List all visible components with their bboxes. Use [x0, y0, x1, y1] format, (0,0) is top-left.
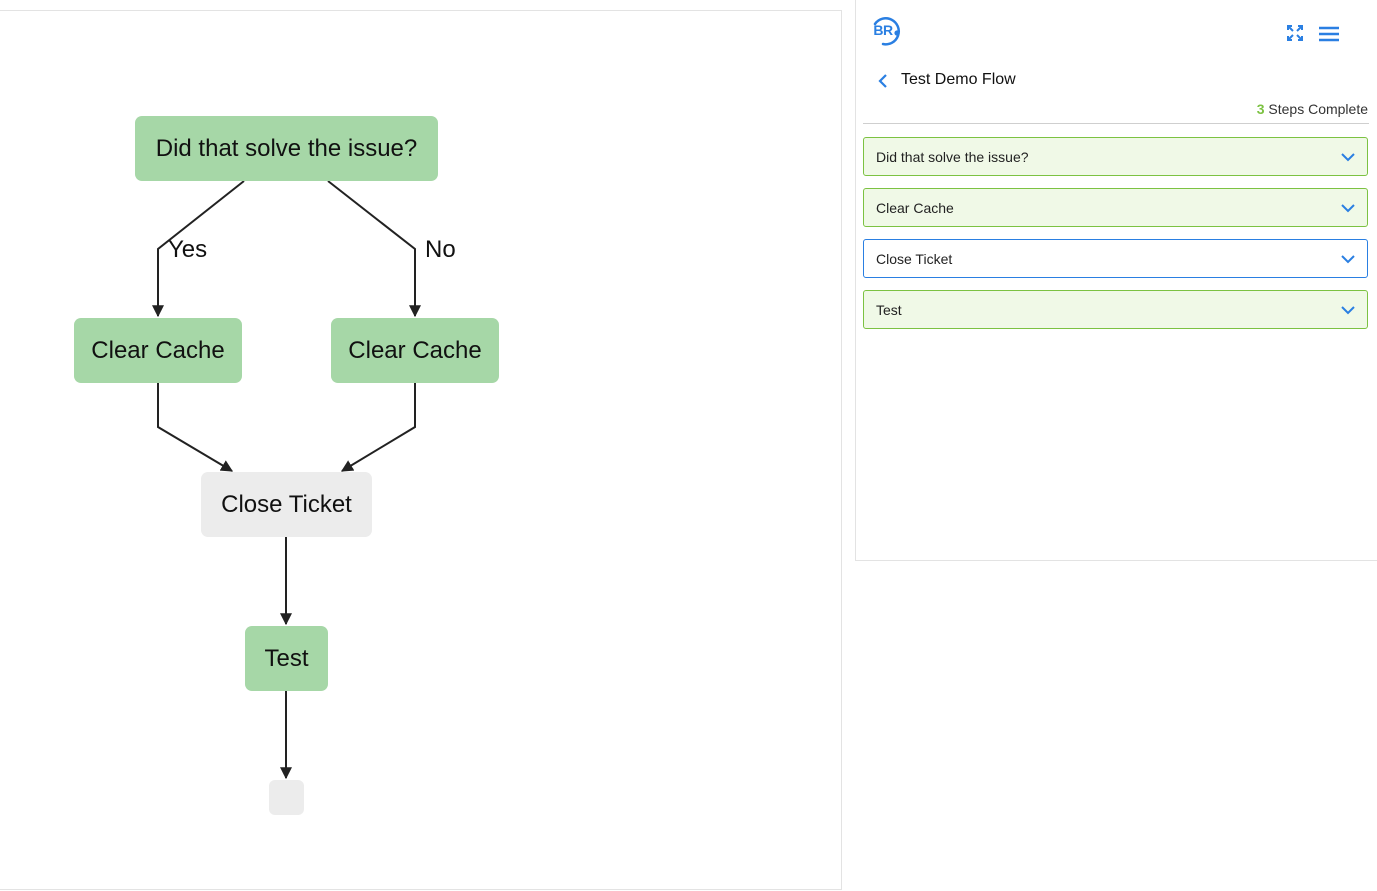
flow-title: Test Demo Flow [901, 71, 1016, 88]
step-item-label: Clear Cache [876, 199, 954, 216]
brand-logo-text: BR [873, 22, 893, 38]
edge-label-yes: Yes [168, 236, 208, 263]
node-test[interactable]: Test [245, 626, 328, 691]
edge-clear-cache-no-to-close-ticket [340, 383, 416, 472]
step-item-test[interactable]: Test [863, 290, 1368, 329]
edge-question-to-clear-cache-no [327, 180, 421, 318]
node-close-ticket[interactable]: Close Ticket [201, 472, 372, 537]
steps-panel: BR Test Demo Flow 3 Steps Complete Did t… [855, 0, 1377, 561]
step-item-label: Close Ticket [876, 250, 953, 267]
chevron-down-icon [1341, 203, 1355, 212]
steps-complete-status: 3 Steps Complete [1257, 101, 1368, 117]
chevron-down-icon [1341, 305, 1355, 314]
step-item-did-that-solve[interactable]: Did that solve the issue? [863, 137, 1368, 176]
step-item-label: Did that solve the issue? [876, 148, 1029, 165]
node-question[interactable]: Did that solve the issue? [135, 116, 438, 181]
node-end[interactable] [269, 780, 304, 815]
steps-count: 3 [1256, 101, 1265, 117]
step-item-clear-cache[interactable]: Clear Cache [863, 188, 1368, 227]
node-clear-cache-yes[interactable]: Clear Cache [74, 318, 242, 383]
expand-icon[interactable] [1286, 24, 1304, 42]
node-clear-cache-no[interactable]: Clear Cache [331, 318, 499, 383]
edge-clear-cache-yes-to-close-ticket [157, 383, 234, 472]
back-chevron-icon[interactable] [876, 73, 890, 89]
hamburger-menu-icon[interactable] [1318, 24, 1340, 44]
chevron-down-icon [1341, 152, 1355, 161]
edge-label-no: No [425, 236, 456, 263]
step-item-close-ticket[interactable]: Close Ticket [863, 239, 1368, 278]
steps-label: Steps Complete [1268, 101, 1368, 117]
chevron-down-icon [1341, 254, 1355, 263]
brand-logo-icon: BR [869, 14, 903, 48]
flow-canvas[interactable]: Did that solve the issue? Yes No Clear C… [0, 10, 842, 890]
edge-question-to-clear-cache-yes [152, 180, 245, 318]
divider [863, 123, 1369, 124]
step-item-label: Test [876, 301, 902, 318]
flow-connectors [152, 180, 421, 780]
